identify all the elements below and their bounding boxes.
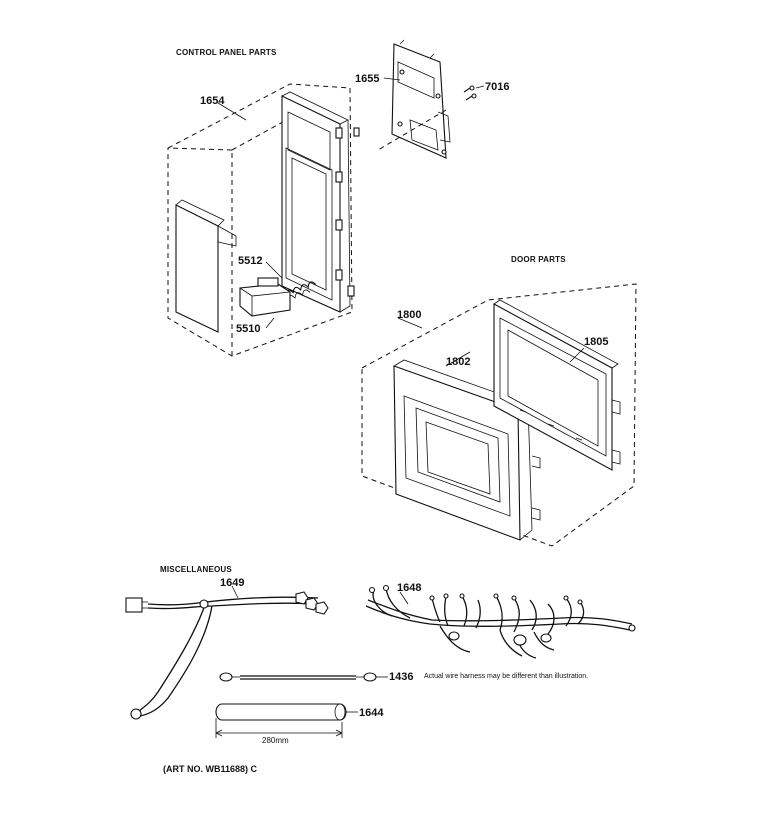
part-label-1648: 1648 — [397, 582, 421, 594]
harness-note: Actual wire harness may be different tha… — [424, 673, 588, 680]
control-board-assembly — [377, 39, 485, 159]
part-label-1436: 1436 — [389, 671, 413, 683]
control-panel-assembly — [167, 83, 360, 357]
dimension-label: 280mm — [262, 736, 289, 745]
wire-1436 — [219, 672, 388, 682]
part-label-5512: 5512 — [238, 255, 262, 267]
section-title-door: DOOR PARTS — [511, 255, 566, 264]
wire-harness-1648 — [365, 584, 636, 659]
part-label-1805: 1805 — [584, 336, 608, 348]
art-number: (ART NO. WB11688) C — [163, 764, 258, 774]
part-label-5510: 5510 — [236, 323, 260, 335]
part-label-1654: 1654 — [200, 95, 225, 107]
part-label-1802: 1802 — [446, 356, 470, 368]
section-title-control-panel: CONTROL PANEL PARTS — [176, 48, 277, 57]
part-label-1655: 1655 — [355, 73, 379, 85]
part-label-1649: 1649 — [220, 577, 244, 589]
part-label-1800: 1800 — [397, 309, 421, 321]
part-label-1644: 1644 — [359, 707, 384, 719]
door-assembly — [361, 283, 637, 547]
part-label-7016: 7016 — [485, 81, 509, 93]
wire-harness-1649 — [125, 585, 329, 720]
tubing-1644 — [215, 703, 358, 738]
section-title-misc: MISCELLANEOUS — [160, 565, 232, 574]
